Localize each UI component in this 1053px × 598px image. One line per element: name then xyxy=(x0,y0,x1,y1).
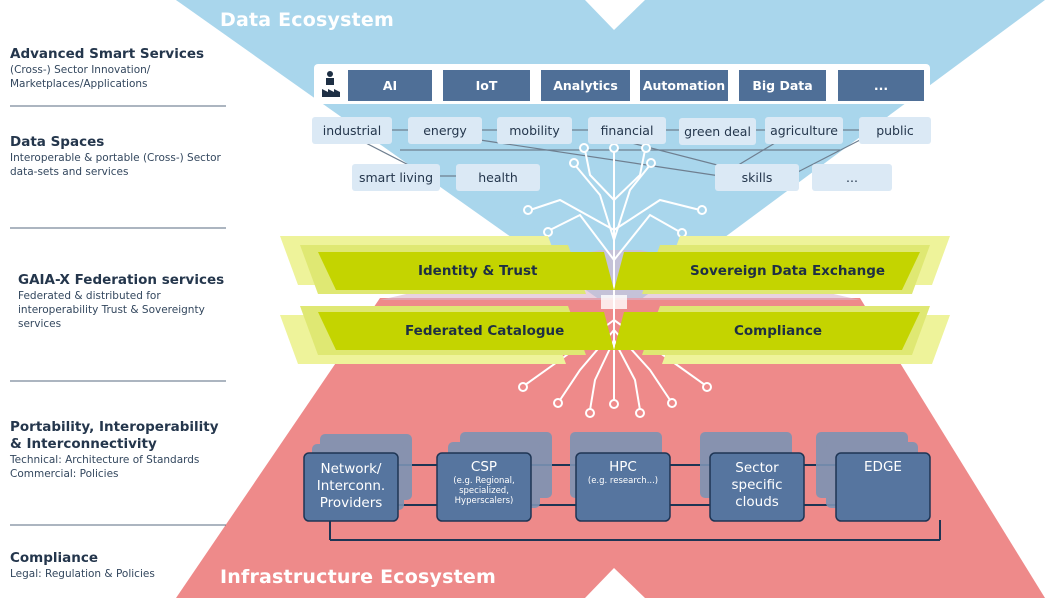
infra-title: Network/ Interconn. Providers xyxy=(316,461,386,511)
data-space-skills: skills xyxy=(715,164,799,191)
data-space-financial: financial xyxy=(588,117,666,144)
infra-subtitle: (e.g. Regional, specialized, Hyperscaler… xyxy=(453,476,515,506)
data-space-energy: energy xyxy=(408,117,482,144)
service-more: ... xyxy=(838,70,924,101)
layer-title: Advanced Smart Services xyxy=(10,46,205,62)
layer-desc: (Cross-) Sector Innovation/ Marketplaces… xyxy=(10,64,151,90)
federation-compliance: Compliance xyxy=(734,323,823,339)
service-analytics: Analytics xyxy=(541,70,630,101)
infra-subtitle: (e.g. research...) xyxy=(587,476,659,486)
infra-title: CSP xyxy=(470,459,498,475)
layer-title: Compliance xyxy=(10,550,99,566)
infra-network-providers: Network/ Interconn. Providers xyxy=(304,461,398,512)
infra-title: Sector specific clouds xyxy=(731,460,783,510)
layer-title: Data Spaces xyxy=(10,134,105,150)
infra-hpc: HPC (e.g. research...) xyxy=(576,459,670,486)
federation-identity-trust: Identity & Trust xyxy=(418,263,538,279)
layer-desc: Technical: Architecture of Standards Com… xyxy=(10,454,200,480)
layer-compliance: Compliance Legal: Regulation & Policies xyxy=(10,550,232,581)
infra-title: HPC xyxy=(609,459,637,475)
infrastructure-ecosystem-title: Infrastructure Ecosystem xyxy=(220,566,496,588)
service-automation: Automation xyxy=(640,70,728,101)
service-iot: IoT xyxy=(443,70,530,101)
layer-title: GAIA-X Federation services xyxy=(18,272,225,288)
layer-desc: Legal: Regulation & Policies xyxy=(10,568,155,580)
data-space-health: health xyxy=(456,164,540,191)
data-space-more: ... xyxy=(812,164,892,191)
federation-left-blocks xyxy=(280,236,614,364)
layer-desc: Federated & distributed for interoperabi… xyxy=(18,290,205,330)
data-space-agriculture: agriculture xyxy=(765,117,843,144)
service-big-data: Big Data xyxy=(739,70,826,101)
person-factory-icon xyxy=(318,68,344,100)
layer-data-spaces: Data Spaces Interoperable & portable (Cr… xyxy=(10,134,232,179)
layer-portability: Portability, Interoperability & Intercon… xyxy=(10,419,232,481)
data-space-smart-living: smart living xyxy=(352,164,440,191)
infra-sector-clouds: Sector specific clouds xyxy=(710,460,804,511)
layer-federation-services: GAIA-X Federation services Federated & d… xyxy=(18,272,240,331)
circuit-tree-top xyxy=(529,149,701,300)
infrastructure-front-boxes xyxy=(303,452,931,522)
infra-title: EDGE xyxy=(864,459,902,475)
data-space-green-deal: green deal xyxy=(679,118,756,145)
layer-desc: Interoperable & portable (Cross-) Sector… xyxy=(10,152,221,178)
data-ecosystem-title: Data Ecosystem xyxy=(220,9,394,31)
data-space-industrial: industrial xyxy=(312,117,392,144)
layer-smart-services: Advanced Smart Services (Cross-) Sector … xyxy=(10,46,232,91)
service-ai: AI xyxy=(348,70,432,101)
federation-sovereign-data-exchange: Sovereign Data Exchange xyxy=(690,263,886,279)
layer-title: Portability, Interoperability & Intercon… xyxy=(10,419,219,452)
data-space-mobility: mobility xyxy=(497,117,572,144)
federation-federated-catalogue: Federated Catalogue xyxy=(405,323,565,339)
infra-csp: CSP (e.g. Regional, specialized, Hypersc… xyxy=(437,459,531,506)
data-space-public: public xyxy=(859,117,931,144)
federation-right-blocks xyxy=(614,236,950,364)
infra-edge: EDGE xyxy=(836,459,930,476)
